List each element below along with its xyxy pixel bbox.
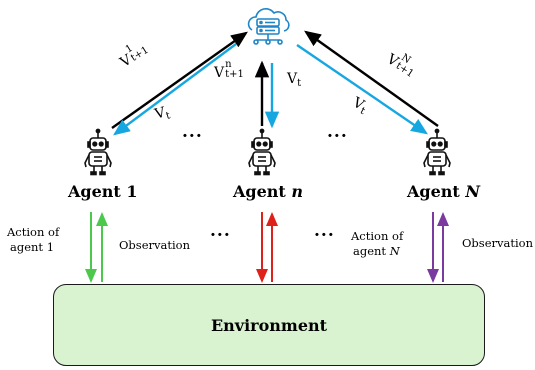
environment-label: Environment [210, 315, 328, 335]
ellipsis-bottom-right: ... [314, 221, 335, 241]
ellipsis-left: ... [182, 122, 203, 142]
label-agentn-down: Vt [287, 71, 302, 89]
arrow-agent1-down [113, 43, 237, 136]
observation-agent1-label: Observation [119, 238, 190, 252]
ellipsis-bottom-left: ... [210, 221, 231, 241]
ellipsis-right: ... [327, 122, 348, 142]
cloud-server-icon [247, 8, 290, 45]
robot-icon [84, 128, 112, 176]
agent-1-label: Agent 1 [68, 182, 138, 201]
robot-icon [248, 128, 276, 176]
agent-n-label: Agent n [233, 182, 304, 201]
environment-box: Environment [53, 284, 485, 366]
robot-icon [423, 128, 451, 176]
agent-N-label: Agent N [407, 182, 480, 201]
arrow-agent1-up [111, 31, 248, 129]
observation-agentN-label: Observation [462, 236, 533, 250]
action-agentN-label: Action of agent N [351, 229, 404, 258]
action-agent1-label: Action of agent 1 [7, 225, 60, 254]
arrow-agentN-up [304, 30, 439, 127]
arrow-agentN-down [296, 44, 428, 135]
